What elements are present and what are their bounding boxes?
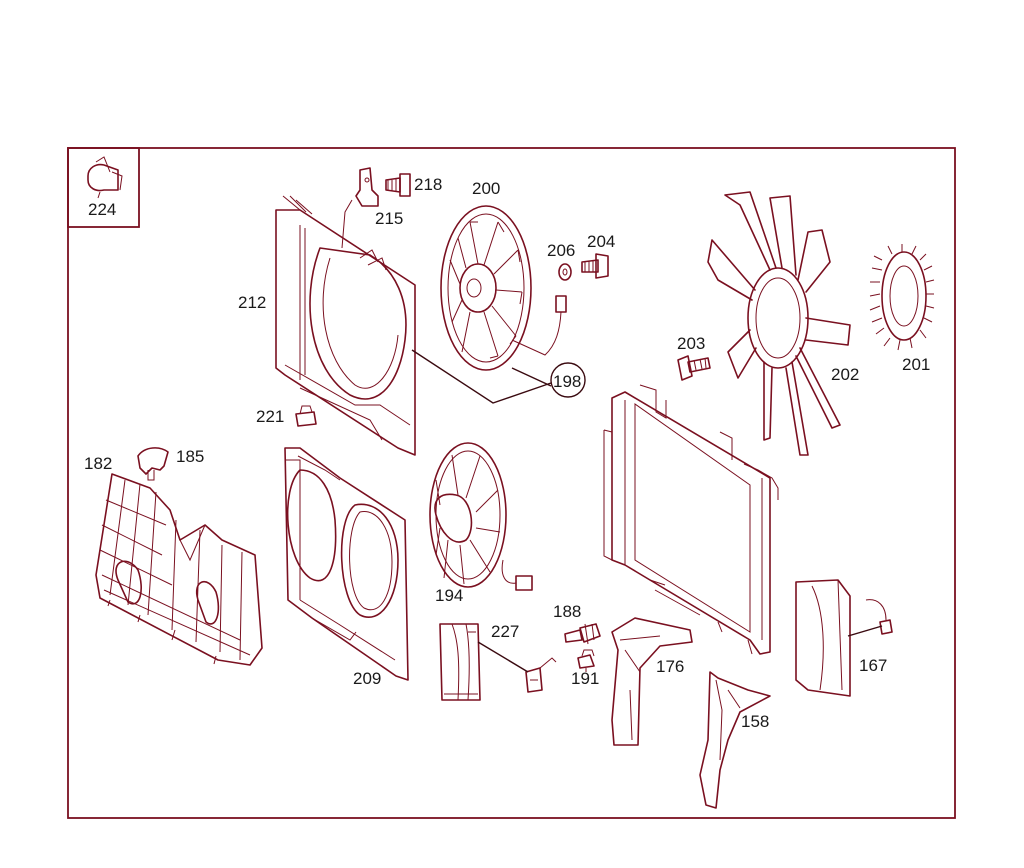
label-203: 203 [677,334,705,353]
label-201: 201 [902,355,930,374]
part-158-air-duct[interactable] [699,671,771,809]
label-191: 191 [571,669,599,688]
part-191-clip[interactable] [577,649,595,672]
label-224: 224 [88,200,116,219]
label-221: 221 [256,407,284,426]
part-202-fan-blade[interactable] [707,191,851,456]
part-radiator[interactable] [603,384,779,655]
label-227: 227 [491,622,519,641]
label-209: 209 [353,669,381,688]
part-194-electric-fan[interactable] [429,442,533,591]
label-212: 212 [238,293,266,312]
part-209-fan-shroud[interactable] [284,447,409,681]
label-200: 200 [472,179,500,198]
label-167: 167 [859,656,887,675]
label-182: 182 [84,454,112,473]
label-198: 198 [553,372,581,391]
label-176: 176 [656,657,684,676]
part-212-fan-shroud[interactable] [275,195,416,456]
part-200-electric-fan[interactable] [440,205,567,371]
part-185-clip[interactable] [137,447,169,481]
part-176-air-duct[interactable] [611,617,693,746]
label-202: 202 [831,365,859,384]
part-215-bracket[interactable] [341,167,379,249]
part-188-push-clip[interactable] [564,623,601,645]
label-215: 215 [375,209,403,228]
part-221-clip[interactable] [295,405,317,427]
part-182-grille-cover[interactable] [95,473,263,666]
callout-198 [411,349,586,404]
part-227-clip[interactable] [477,641,557,693]
part-201-fan-clutch[interactable] [869,244,935,351]
part-206-washer[interactable] [558,263,572,281]
label-204: 204 [587,232,615,251]
part-204-bolt[interactable] [581,253,609,279]
part-218-bolt[interactable] [385,173,411,197]
label-158: 158 [741,712,769,731]
part-167-seal-strip[interactable] [795,579,893,697]
label-206: 206 [547,241,575,260]
label-218: 218 [414,175,442,194]
part-224-clip[interactable] [87,156,123,199]
diagram-frame [67,147,956,819]
label-188: 188 [553,602,581,621]
label-194: 194 [435,586,463,605]
part-227-seal-strip[interactable] [439,623,481,701]
part-labels: 224 218 215 200 206 204 212 198 203 202 … [84,175,930,731]
label-185: 185 [176,447,204,466]
part-203-bolt[interactable] [677,355,711,381]
inset-box-224 [67,147,140,228]
